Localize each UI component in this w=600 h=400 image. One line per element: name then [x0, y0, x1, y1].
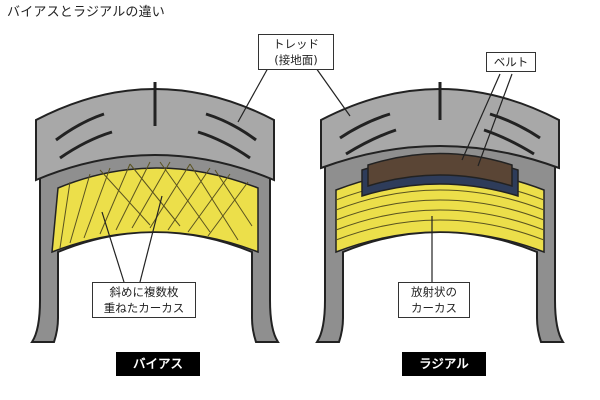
bias-label: バイアス: [116, 352, 200, 376]
bias-carcass: [51, 167, 259, 254]
radial-carcass-callout-line2: カーカス: [411, 301, 457, 315]
radial-tread-groove: [339, 112, 391, 140]
bias-carcass-leader-2: [139, 195, 163, 283]
belt-leader-1: [461, 73, 501, 161]
bias-carcass-cords: [59, 161, 253, 249]
bias-carcass-callout-line2: 重ねたカーカス: [103, 301, 185, 315]
bias-carcass-leader-1: [101, 211, 125, 283]
radial-carcass-callout-line1: 放射状の: [411, 285, 457, 299]
bias-tread-groove: [197, 130, 251, 160]
belt-callout-text: ベルト: [493, 55, 529, 69]
radial-tread-groove: [345, 128, 397, 156]
page-title: バイアスとラジアルの違い: [7, 5, 166, 20]
tread-leader-left: [237, 67, 269, 123]
tread-callout-line1: トレッド: [273, 37, 319, 51]
bias-tread-groove: [55, 112, 105, 142]
bias-tire: [30, 82, 280, 343]
radial-carcass-callout: 放射状の カーカス: [398, 282, 470, 318]
radial-tread-groove: [489, 112, 541, 140]
radial-belt: [367, 152, 513, 188]
bias-tread-groove: [59, 130, 113, 160]
belt-callout: ベルト: [486, 52, 536, 72]
belt-leader-2: [477, 73, 513, 167]
bias-tread-groove: [205, 112, 257, 142]
tread-leader-right: [315, 67, 351, 117]
bias-carcass-callout: 斜めに複数枚 重ねたカーカス: [92, 282, 196, 318]
tread-callout: トレッド (接地面): [258, 34, 334, 70]
radial-tire: [315, 82, 565, 343]
bias-carcass-callout-line1: 斜めに複数枚: [109, 285, 179, 299]
radial-tread-groove: [483, 128, 535, 156]
radial-label: ラジアル: [402, 352, 486, 376]
bias-tread: [35, 88, 275, 182]
leader-lines: [101, 67, 513, 283]
tread-callout-line2: (接地面): [274, 53, 318, 67]
